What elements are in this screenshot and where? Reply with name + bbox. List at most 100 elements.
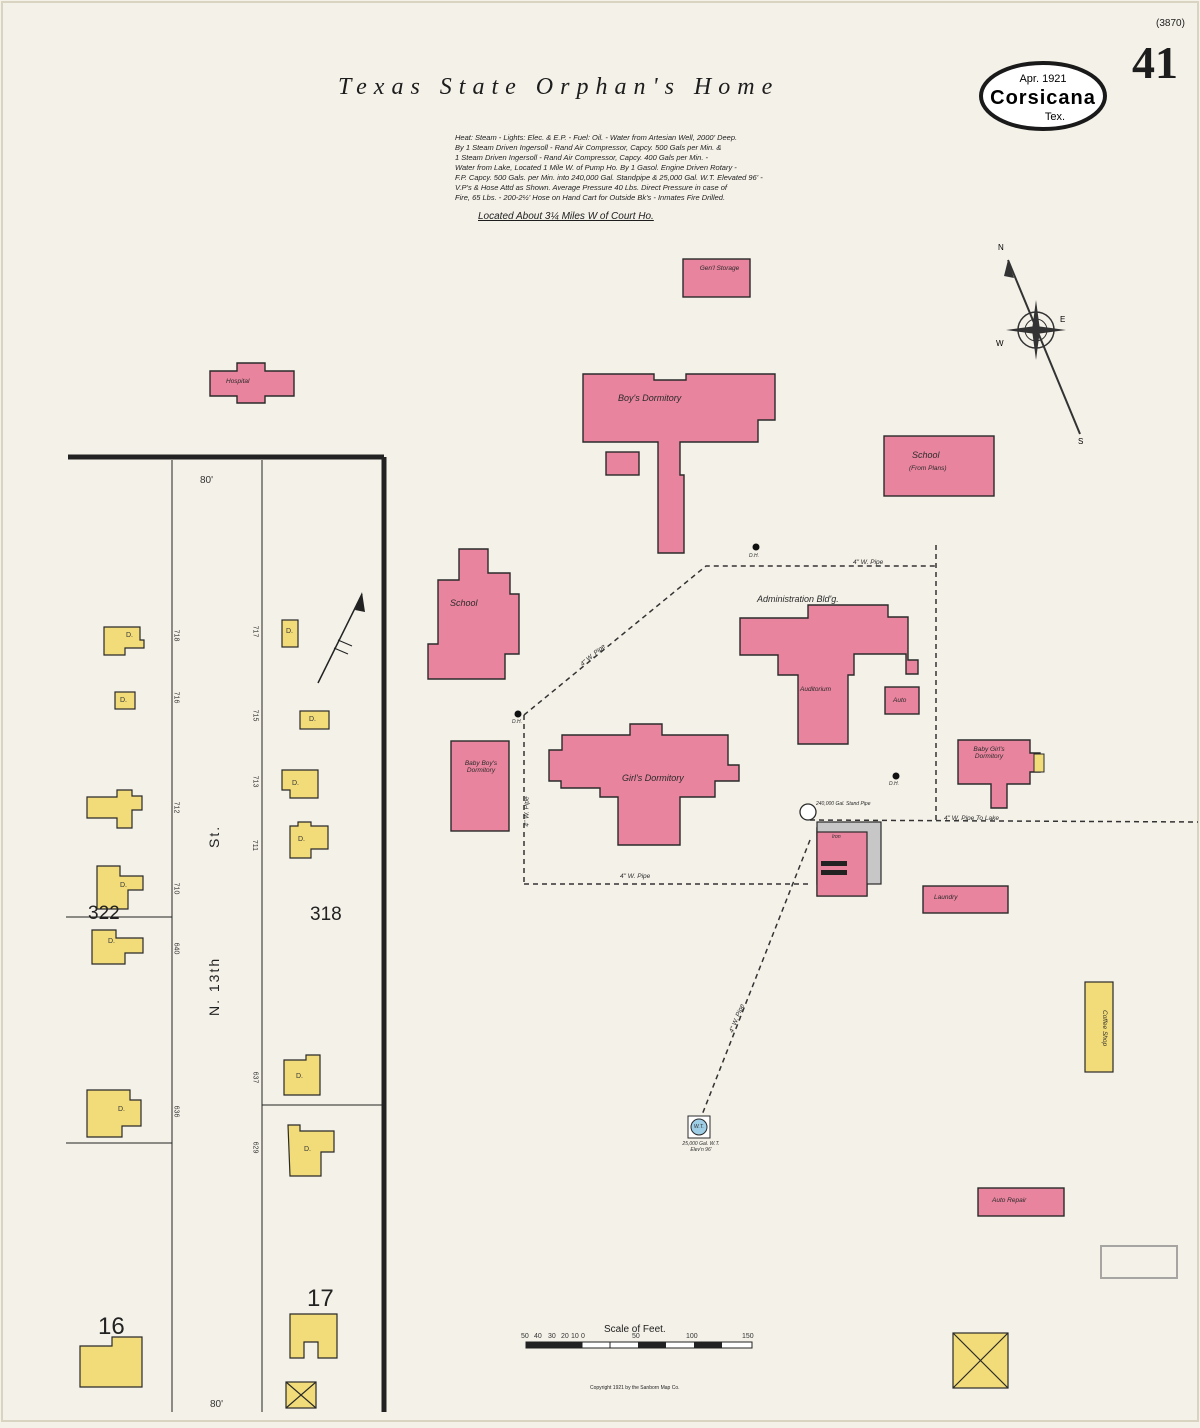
label-dh-3: D.H. [889, 781, 899, 787]
label-auditorium: Auditorium [800, 686, 832, 693]
svg-text:N: N [998, 243, 1004, 252]
scale-tick: 10 [571, 1333, 579, 1340]
block-318: 318 [310, 904, 342, 925]
cartouche-city: Corsicana [990, 87, 1096, 109]
label-administration: Administration Bld'g. [757, 594, 839, 604]
scale-bar [525, 1341, 753, 1349]
scale-tick: 150 [742, 1333, 754, 1340]
label-girls-dormitory: Girl's Dormitory [622, 773, 684, 783]
label-baby-boys: Baby Boy's Dormitory [464, 760, 498, 774]
label-pipe-4: 4" W. Pipe [620, 873, 651, 880]
fire-protection-notes: Heat: Steam - Lights: Elec. & E.P. - Fue… [455, 133, 763, 202]
block-17: 17 [307, 1285, 334, 1312]
label-standpipe: 240,000 Gal. Stand Pipe [816, 801, 871, 807]
map-title: Texas State Orphan's Home [338, 74, 780, 100]
sheet-number: 41 [1132, 37, 1178, 88]
cartouche: Apr. 1921 Corsicana Tex. [979, 61, 1107, 131]
label-dh-1: D.H. [749, 553, 759, 559]
building-hospital [209, 362, 295, 404]
label-dh-2: D.H. [512, 719, 522, 725]
building-boys-annex [605, 451, 640, 476]
hydrant-icon [514, 710, 522, 718]
dwelling-label: D. [108, 938, 115, 945]
street-width-top: 80' [200, 475, 214, 486]
house-number: 710 [172, 882, 180, 895]
library-stamp [1100, 1245, 1178, 1279]
block-322: 322 [88, 903, 120, 924]
house-number: 715 [251, 709, 259, 722]
street-lines [66, 454, 387, 1412]
hydrant-icon [752, 543, 760, 551]
block-16: 16 [98, 1313, 125, 1340]
label-hospital: Hospital [226, 378, 250, 385]
compass-rose-icon: N E W S [996, 243, 1083, 446]
label-pipe-1: 4" W. Pipe [853, 559, 884, 566]
scale-tick: 100 [686, 1333, 698, 1340]
label-school-plans-sub: (From Plans) [909, 465, 947, 472]
label-auto: Auto [893, 697, 907, 704]
dwelling-label: D. [120, 697, 127, 704]
dwelling-label: D. [286, 628, 293, 635]
house-number: 717 [251, 625, 259, 638]
house-number: 711 [251, 839, 259, 852]
label-coffee-shop: Coffee Shop [1101, 1010, 1108, 1047]
svg-text:S: S [1078, 437, 1083, 446]
label-school: School [450, 598, 478, 608]
dwelling-label: D. [292, 780, 299, 787]
building-laundry [922, 885, 1009, 914]
dwelling-label: D. [304, 1146, 311, 1153]
pump-house-details [816, 753, 1045, 897]
cartouche-state: Tex. [1045, 111, 1065, 123]
house-number: 629 [251, 1141, 259, 1154]
building-baby-boys-dormitory [450, 740, 510, 832]
house-number: 637 [251, 1071, 259, 1084]
scale-tick: 0 [581, 1333, 585, 1340]
label-water-tower-tag: W.T. [694, 1124, 704, 1130]
label-baby-girls: Baby Girl's Dormitory [973, 746, 1005, 760]
north-arrow-icon [317, 592, 365, 684]
house-number: 713 [251, 775, 259, 788]
dwelling-label: D. [296, 1073, 303, 1080]
label-auto-repair: Auto Repair [992, 1197, 1027, 1204]
building-genl-storage [682, 258, 751, 298]
hydrant-icon [892, 772, 900, 780]
building-auto-repair [977, 1187, 1065, 1217]
house-number: 636 [172, 1105, 180, 1118]
scale-tick: 40 [534, 1333, 542, 1340]
label-boys-dormitory: Boy's Dormitory [618, 393, 682, 403]
cartouche-date: Apr. 1921 [1019, 73, 1066, 85]
vacant-lot-icon [952, 1332, 1009, 1389]
sheet-code: (3870) [1156, 18, 1185, 29]
water-pipes [523, 545, 1199, 1121]
scale-tick: 50 [521, 1333, 529, 1340]
scale-tick: 30 [548, 1333, 556, 1340]
building-auto-garage [884, 686, 920, 715]
dwelling-label: D. [126, 632, 133, 639]
house-number: 718 [172, 629, 180, 642]
building-school-plans [883, 435, 995, 497]
building-boys-dormitory [582, 373, 776, 554]
vacant-lot-icon [285, 1381, 317, 1409]
water-tower-icon [687, 1115, 711, 1139]
building-baby-girls-dormitory [957, 739, 1041, 809]
svg-text:W: W [996, 339, 1004, 348]
house-number: 640 [172, 942, 180, 955]
label-pipe-3: 4" W. Pipe [523, 796, 531, 827]
label-genl-storage: Gen'l Storage [699, 265, 740, 272]
dwelling-label: D. [298, 836, 305, 843]
building-administration [739, 604, 919, 745]
standpipe-icon [799, 803, 817, 821]
building-girls-dormitory [548, 723, 740, 846]
svg-text:E: E [1060, 315, 1065, 324]
dwelling-label: D. [120, 882, 127, 889]
location-note: Located About 3¼ Miles W of Court Ho. [478, 211, 654, 222]
dwelling-label: D. [118, 1106, 125, 1113]
label-iron: Iron [832, 834, 841, 840]
house-number: 712 [172, 801, 180, 814]
scale-tick: 20 [561, 1333, 569, 1340]
street-name-upper: St. [206, 824, 222, 848]
frame-dwellings [79, 619, 1114, 1409]
scale-label: Scale of Feet. [604, 1324, 666, 1335]
